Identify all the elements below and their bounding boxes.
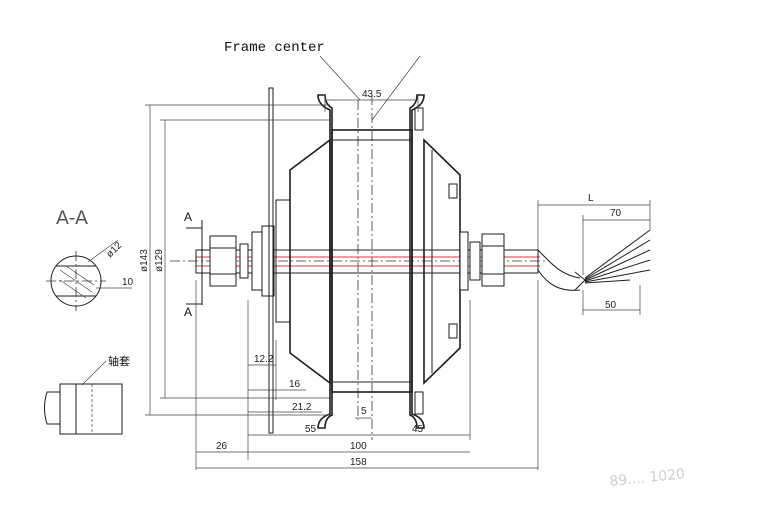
- dim-5: 5: [361, 406, 367, 417]
- axle-section-hatch-2: [59, 279, 87, 299]
- right-shell-cone: [423, 138, 461, 385]
- dim-outer-diameter: ø143: [139, 249, 150, 272]
- cable-break-mark: [574, 271, 586, 291]
- right-flange-tab-bottom: [414, 391, 424, 415]
- watermark: 89.... 1020: [609, 466, 686, 490]
- axle-section-hatch-3: [65, 265, 95, 286]
- dim-100: 100: [350, 441, 367, 452]
- wire-5: [584, 269, 651, 283]
- right-shell-bolt-top: [448, 183, 458, 199]
- dim-45: 45: [412, 424, 424, 435]
- left-bearing-cap: [261, 225, 275, 297]
- frame-center-leader-left: [319, 55, 361, 101]
- wire-2: [584, 239, 651, 280]
- section-mark-bottom: A: [184, 305, 192, 319]
- wire-1: [584, 229, 651, 279]
- cable-lower: [537, 269, 581, 291]
- wire-3: [584, 249, 651, 281]
- dim-55: 55: [305, 424, 317, 435]
- left-spacer: [251, 231, 263, 291]
- dim-12-2: 12.2: [254, 354, 274, 365]
- right-nut: [481, 233, 505, 287]
- wire-6: [584, 279, 631, 284]
- left-hub-flange-boss: [275, 199, 291, 323]
- frame-center-label: Frame center: [224, 40, 325, 56]
- frame-dropout: [268, 87, 274, 434]
- right-spoke-flange: [409, 94, 425, 429]
- left-washer: [239, 243, 249, 279]
- sleeve-body: [59, 383, 123, 435]
- left-shell-cone: [289, 138, 331, 385]
- right-flange-tab-top: [414, 107, 424, 131]
- dim-16: 16: [289, 379, 301, 390]
- axle-section-hatch-1: [59, 269, 93, 293]
- right-bearing-cap: [459, 231, 469, 291]
- cable-upper: [537, 249, 581, 279]
- left-spoke-flange: [317, 94, 333, 429]
- wire-4: [584, 259, 651, 282]
- dim-70: 70: [610, 208, 622, 219]
- dim-43-5: 43.5: [362, 89, 382, 100]
- dim-21-2: 21.2: [292, 402, 312, 413]
- axle-diameter-leader: [87, 239, 119, 263]
- dim-L-label: L: [588, 193, 594, 204]
- axle: [195, 249, 539, 274]
- dim-flange-diameter: ø129: [154, 249, 165, 272]
- frame-center-leader-right: [371, 55, 421, 121]
- right-washer: [469, 241, 481, 281]
- right-shell-bolt-bottom: [448, 323, 458, 339]
- sleeve-leader: [81, 360, 107, 386]
- dim-26: 26: [216, 441, 228, 452]
- dim-50: 50: [605, 300, 617, 311]
- sleeve-label: 轴套: [108, 354, 130, 368]
- dim-158: 158: [350, 457, 367, 468]
- dim-axle-diameter: ø12: [104, 240, 124, 260]
- section-mark-top: A: [184, 210, 192, 224]
- sleeve-cap: [44, 391, 61, 425]
- left-nut: [209, 235, 237, 287]
- dim-axle-flat: 10: [122, 277, 134, 288]
- section-title: A-A: [56, 207, 88, 229]
